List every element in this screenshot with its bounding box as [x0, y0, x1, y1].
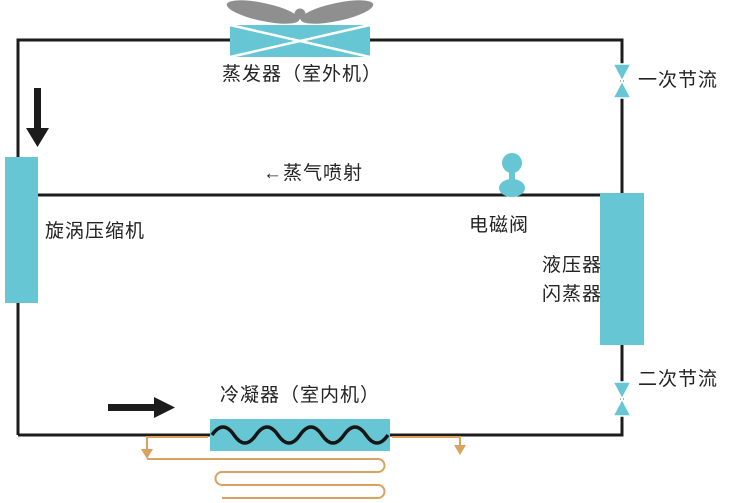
- arrow-down-shaft: [34, 88, 41, 130]
- evaporator-label: 蒸发器（室外机）: [221, 64, 383, 85]
- coil-supply-arrow-icon: [141, 449, 153, 459]
- secondary-throttle-label: 二次节流: [638, 369, 719, 390]
- fan-icon: [226, 0, 374, 24]
- solenoid-valve-label: 电磁阀: [469, 215, 530, 236]
- flash-tank-label-line2: 闪蒸器: [542, 284, 603, 305]
- evaporator-symbol: [229, 23, 371, 59]
- fan-blade-left: [226, 0, 300, 24]
- primary-valve-bottom: [611, 79, 633, 99]
- primary-valve-top: [611, 63, 633, 83]
- condenser-symbol: [210, 419, 390, 451]
- primary-throttle-valve-icon: [611, 63, 633, 99]
- solenoid-valve-icon: [499, 153, 525, 197]
- vapor-injection-label: ←蒸气喷射: [263, 163, 364, 184]
- water-coil: [141, 436, 466, 499]
- secondary-valve-bottom: [611, 397, 633, 417]
- fan-blade-right: [300, 0, 374, 24]
- condenser-label: 冷凝器（室内机）: [219, 385, 381, 406]
- solenoid-stem: [509, 171, 515, 183]
- coil-return-line: [392, 436, 461, 446]
- flow-arrow-right-icon: [108, 397, 175, 418]
- secondary-throttle-valve-icon: [611, 381, 633, 417]
- flash-tank-body: [600, 193, 644, 345]
- condenser-coil-wave: [210, 425, 390, 445]
- solenoid-body: [499, 179, 525, 197]
- flash-tank-label-line1: 液压器: [542, 255, 603, 276]
- flow-arrow-down-icon: [26, 88, 49, 147]
- coil-supply-line: [146, 436, 208, 450]
- coil-serpentine: [147, 458, 386, 499]
- primary-throttle-label: 一次节流: [638, 70, 719, 91]
- arrow-right-head: [154, 397, 175, 418]
- arrow-down-head: [26, 128, 49, 147]
- coil-return-arrow-icon: [454, 445, 466, 455]
- fan-hub: [294, 8, 306, 20]
- compressor-body: [5, 157, 38, 303]
- arrow-right-shaft: [108, 404, 156, 411]
- secondary-valve-top: [611, 381, 633, 401]
- evaporator-cross: [229, 23, 371, 59]
- solenoid-head: [502, 153, 522, 173]
- compressor-label: 旋涡压缩机: [45, 221, 146, 242]
